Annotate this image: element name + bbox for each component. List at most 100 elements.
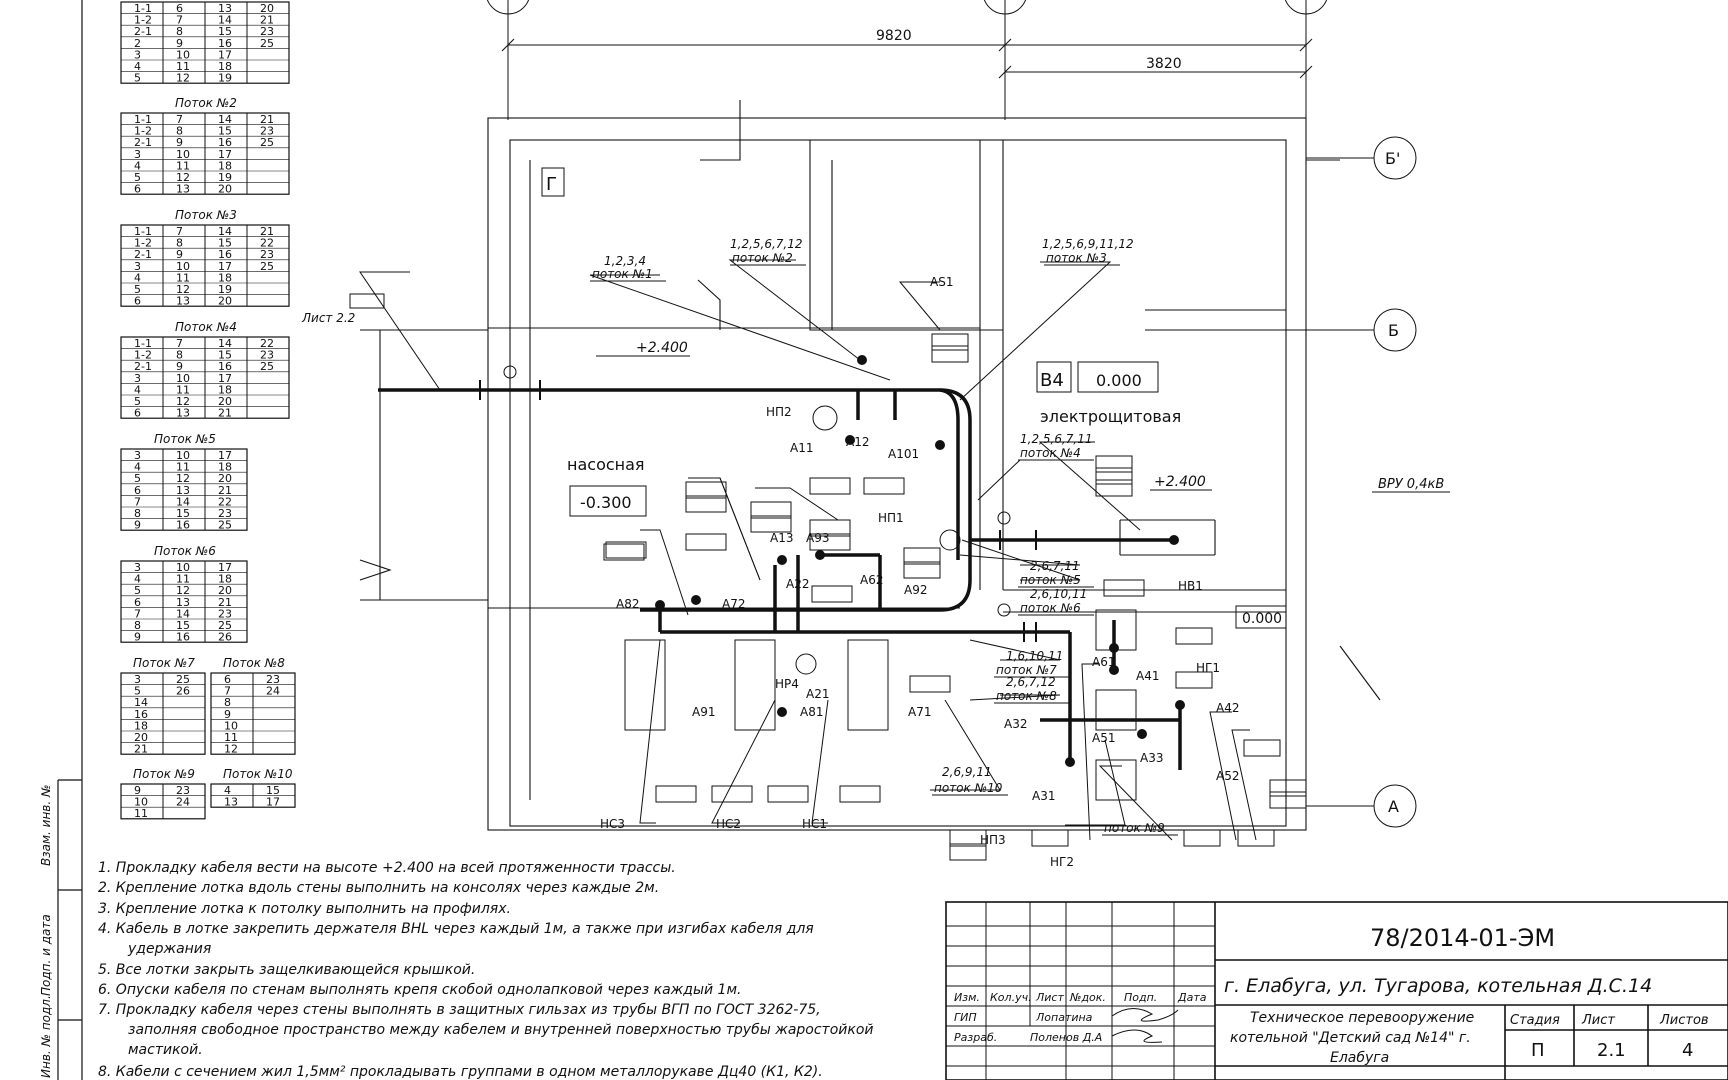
flow-table-cell: 6 <box>134 183 141 196</box>
flow-table-cell: 12 <box>176 395 190 408</box>
flow-label-p7: 1,6,10,11 <box>1006 649 1063 663</box>
junction-dots <box>655 355 1185 767</box>
stamp-razrab-name: Поленов Д.А <box>1030 1031 1102 1044</box>
flow-table-cell: 17 <box>218 148 232 161</box>
equipment-label-5: НП1 <box>878 511 904 525</box>
flow-table-cell: 8 <box>176 349 183 362</box>
flow-table-cell: 16 <box>134 708 148 721</box>
cable-trays <box>378 388 1182 770</box>
room-g-label: Г <box>546 174 557 195</box>
flow-table-cell: 24 <box>176 796 190 809</box>
flow-table-cell: 1-2 <box>134 237 152 250</box>
equipment-label-10: А92 <box>904 583 927 597</box>
dim-total: 9820 <box>876 28 912 44</box>
flow-label-p4b: поток №4 <box>1020 446 1081 460</box>
flow-table-cell: 10 <box>224 719 238 732</box>
flow-table-cell: 1-1 <box>134 2 152 15</box>
dimension-lines <box>486 0 1328 120</box>
flow-label-p2: 1,2,5,6,7,12 <box>730 237 803 251</box>
flow-table-cell: 13 <box>176 407 190 420</box>
equipment-label-2: А12 <box>846 435 869 449</box>
equipment-label-12: А72 <box>722 597 745 611</box>
cable-break-marks <box>479 380 1037 642</box>
stamp-h-data: Дата <box>1177 991 1207 1004</box>
flow-table-cell: 11 <box>134 807 148 820</box>
flow-table-cell: 8 <box>134 507 141 520</box>
flow-table-cell: 18 <box>218 573 232 586</box>
frame <box>57 0 83 1080</box>
flow-table-cell: 25 <box>260 136 274 149</box>
flow-table-cell: 19 <box>218 72 232 85</box>
flow-label-p1b: поток №1 <box>592 267 653 281</box>
flow-table-cell: 9 <box>176 360 183 373</box>
flow-table-cell: 10 <box>176 260 190 273</box>
flow-table-cell: 16 <box>218 136 232 149</box>
flow-table-cell: 18 <box>218 383 232 396</box>
flow-table-cell: 13 <box>218 2 232 15</box>
stamp-gip-name: Лопатина <box>1035 1011 1093 1024</box>
flow-table-cell: 23 <box>260 25 274 38</box>
flow-table-cell: 5 <box>134 395 141 408</box>
flow-table-cell: 5 <box>134 171 141 184</box>
cable-mark-box <box>931 345 969 363</box>
flow-table-cell: 16 <box>218 360 232 373</box>
flow-table-cell: 11 <box>224 731 238 744</box>
flow-table-title: Поток №6 <box>154 544 216 558</box>
project-address: г. Елабуга, ул. Тугарова, котельная Д.С.… <box>1224 975 1652 997</box>
cable-mark-box <box>903 561 941 579</box>
flow-table-cell: 1-2 <box>134 125 152 138</box>
flow-table-cell: 13 <box>176 295 190 308</box>
equipment-label-1: А11 <box>790 441 813 455</box>
cable-mark-box <box>1243 739 1281 757</box>
flow-table-cell: 5 <box>134 472 141 485</box>
flow-table-cell: 14 <box>134 696 148 709</box>
signature-marks <box>1111 1008 1179 1043</box>
cable-mark-box <box>811 585 853 603</box>
equipment-label-21: НВ1 <box>1178 579 1203 593</box>
title-block <box>945 901 1728 1080</box>
cable-mark-box <box>1095 479 1133 497</box>
flow-table-title: Поток №7 <box>133 656 195 670</box>
equipment-label-32: НГ2 <box>1050 855 1074 869</box>
flow-label-p10: 2,6,9,11 <box>942 765 992 779</box>
flow-table-cell: 21 <box>218 596 232 609</box>
flow-table-cell: 8 <box>176 25 183 38</box>
stamp-h-izm: Изм. <box>954 991 980 1004</box>
cable-mark-box <box>863 477 905 495</box>
flow-table-cell: 11 <box>176 271 190 284</box>
flow-table-cell: 13 <box>176 484 190 497</box>
flow-label-p3b: поток №3 <box>1046 251 1107 265</box>
vru-label: ВРУ 0,4кВ <box>1378 477 1444 492</box>
flow-table-cell: 20 <box>218 584 232 597</box>
flow-table-cell: 2-1 <box>134 248 152 261</box>
note-line-3: 4. Кабель в лотке закрепить держателя BH… <box>98 921 814 937</box>
flow-table-cell: 7 <box>176 14 183 27</box>
axis-b-prime: Б' <box>1385 149 1400 168</box>
flow-table-cell: 16 <box>176 631 190 644</box>
cable-mark-box <box>949 829 987 847</box>
flow-table-cell: 17 <box>218 449 232 462</box>
title-block-grid <box>946 902 1215 1080</box>
cable-mark-box <box>1237 829 1275 847</box>
flow-table-cell: 2-1 <box>134 25 152 38</box>
flow-table-cell: 14 <box>176 495 190 508</box>
flow-table-cell: 15 <box>218 349 232 362</box>
cable-mark-box <box>685 533 727 551</box>
flow-label-p6b: поток №6 <box>1020 601 1081 615</box>
flow-label-p2b: поток №2 <box>732 251 793 265</box>
cable-mark-box <box>909 675 951 693</box>
flow-table-cell: 6 <box>134 596 141 609</box>
equipment-label-22: А61 <box>1092 655 1115 669</box>
dim-part: 3820 <box>1146 56 1182 72</box>
flow-table-cell: 25 <box>176 673 190 686</box>
equipment-label-19: НС2 <box>716 817 741 831</box>
flow-table-cell: 1-2 <box>134 14 152 27</box>
flow-table-cell: 21 <box>260 225 274 238</box>
flow-table-cell: 11 <box>176 573 190 586</box>
flow-table-cell: 6 <box>176 2 183 15</box>
flow-table-cell: 6 <box>134 484 141 497</box>
flow-table-cell: 23 <box>260 349 274 362</box>
